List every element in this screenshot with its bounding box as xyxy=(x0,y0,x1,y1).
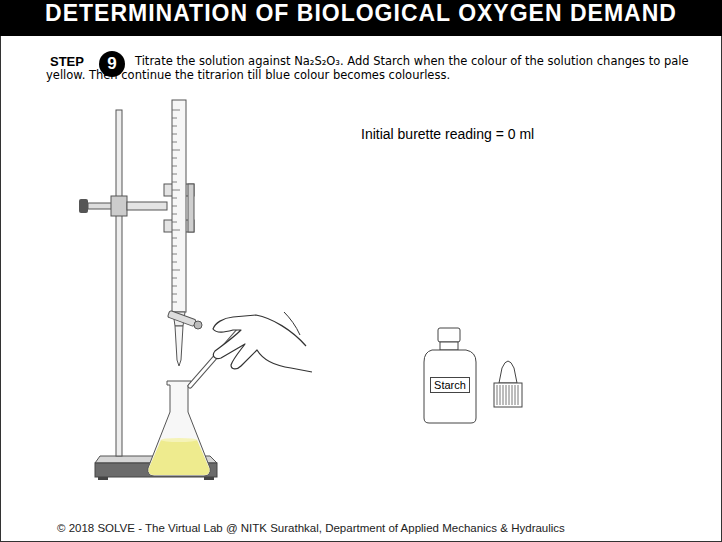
instruction-text: Titrate the solution against Na₂S₂O₃. Ad… xyxy=(46,54,702,82)
stopcock-knob xyxy=(194,321,202,329)
cap-rib xyxy=(512,385,513,405)
conical-flask xyxy=(148,381,210,476)
clamp-screw xyxy=(79,199,88,213)
burette-graduations xyxy=(172,110,180,302)
graduation-mark xyxy=(172,110,180,111)
cap-rib xyxy=(506,385,507,405)
graduation-mark xyxy=(172,302,177,303)
step-label: STEP xyxy=(50,54,84,69)
starch-bottle xyxy=(424,350,476,423)
cap-rib xyxy=(509,385,510,405)
graduation-mark xyxy=(172,166,177,167)
clamp-screw-rod xyxy=(88,203,112,209)
graduation-mark xyxy=(172,230,180,231)
dropper-nozzle xyxy=(499,361,517,383)
clamp-boss xyxy=(111,196,127,216)
starch-label: Starch xyxy=(430,377,470,393)
graduation-mark xyxy=(172,142,177,143)
burette-tip xyxy=(175,326,183,366)
graduation-mark xyxy=(172,190,180,191)
dropper-cap-ribs xyxy=(497,385,518,405)
graduation-mark xyxy=(172,270,180,271)
cap-rib xyxy=(518,385,519,405)
bottle-cap xyxy=(438,328,460,342)
wrist-line xyxy=(284,312,300,335)
flask-solution xyxy=(148,440,209,475)
stand-foot xyxy=(204,477,214,480)
solution-surface xyxy=(161,438,197,442)
copyright-caption: © 2018 SOLVE - The Virtual Lab @ NITK Su… xyxy=(57,522,565,534)
graduation-mark xyxy=(172,134,177,135)
cap-rib xyxy=(503,385,504,405)
graduation-mark xyxy=(172,222,177,223)
cap-rib xyxy=(500,385,501,405)
stopcock-key xyxy=(167,310,196,326)
graduation-mark xyxy=(172,206,177,207)
graduation-mark xyxy=(172,214,177,215)
step-number-circle: 9 xyxy=(99,51,125,77)
graduation-mark xyxy=(172,158,177,159)
graduation-mark xyxy=(172,278,177,279)
page-title: DETERMINATION OF BIOLOGICAL OXYGEN DEMAN… xyxy=(0,0,722,36)
bottle-neck xyxy=(440,342,458,350)
graduation-mark xyxy=(172,150,180,151)
title-bar xyxy=(0,0,722,36)
graduation-mark xyxy=(172,238,177,239)
graduation-mark xyxy=(172,118,177,119)
clamp-holder xyxy=(188,184,194,232)
graduation-mark xyxy=(172,174,177,175)
cap-rib xyxy=(497,385,498,405)
graduation-mark xyxy=(172,294,177,295)
dropper-cap-base xyxy=(494,383,522,407)
bottle-label-text: Starch xyxy=(434,379,466,391)
graduation-mark xyxy=(172,286,177,287)
graduation-mark xyxy=(172,246,177,247)
stand-rod xyxy=(116,110,122,456)
hand xyxy=(213,315,312,372)
graduation-mark xyxy=(172,182,177,183)
graduation-mark xyxy=(172,198,177,199)
cap-rib xyxy=(515,385,516,405)
step-number: 9 xyxy=(107,54,116,74)
graduation-mark xyxy=(172,262,177,263)
graduation-mark xyxy=(172,254,177,255)
graduation-mark xyxy=(172,126,177,127)
clamp-arm xyxy=(127,202,167,210)
stand-foot xyxy=(98,477,108,480)
burette-reading: Initial burette reading = 0 ml xyxy=(361,126,534,142)
burette-tube xyxy=(172,100,186,312)
